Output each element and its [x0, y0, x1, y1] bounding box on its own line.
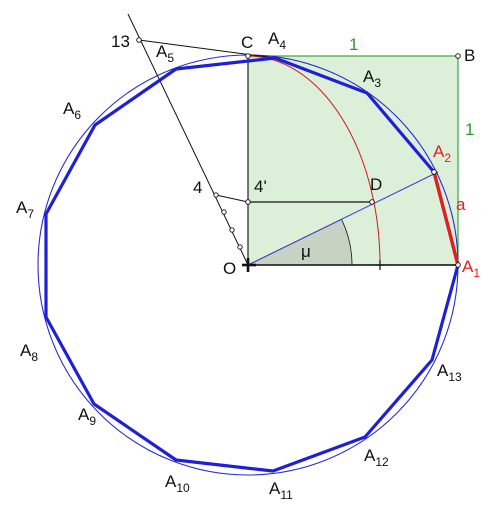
point-a2-marker	[431, 169, 437, 175]
point-labels: 13 C B D 4 4' O μ 1 1 a	[111, 32, 475, 278]
construction-lines	[127, 13, 458, 266]
vertex-letter: A	[20, 341, 32, 360]
label-mu: μ	[301, 242, 311, 261]
vertex-letter: A	[269, 479, 281, 498]
label-o: O	[223, 259, 236, 278]
vertex-index: 9	[89, 414, 96, 428]
vertex-letter: A	[364, 446, 376, 465]
vertex-label-a1: A1	[462, 257, 480, 280]
vertex-label-a7: A7	[16, 198, 34, 221]
label-4: 4	[193, 178, 202, 197]
label-c: C	[241, 33, 253, 52]
label-b: B	[464, 46, 475, 65]
vertex-letter: A	[78, 405, 90, 424]
vertex-letter: A	[363, 67, 375, 86]
vertex-label-a8: A8	[20, 341, 38, 364]
vertex-index: 10	[176, 481, 190, 495]
vertex-index: 8	[31, 350, 38, 364]
vertex-index: 1	[473, 266, 480, 280]
point-d-marker	[369, 199, 375, 205]
line-4-to-4prime	[215, 194, 249, 203]
vertex-letter: A	[268, 29, 280, 48]
vertex-index: 4	[279, 38, 286, 52]
vertex-index: 12	[375, 455, 389, 469]
label-square-right-1: 1	[465, 120, 474, 139]
vertex-label-a6: A6	[63, 99, 81, 122]
vertex-label-a3: A3	[363, 67, 381, 90]
vertex-label-a2: A2	[433, 142, 451, 165]
vertex-label-a5: A5	[156, 42, 174, 65]
vertex-letter: A	[462, 257, 474, 276]
point-c-marker	[245, 53, 251, 59]
label-4prime: 4'	[254, 177, 267, 196]
point-a1-marker	[455, 262, 461, 268]
label-d: D	[370, 175, 382, 194]
label-square-top-1: 1	[349, 35, 358, 54]
vertex-letter: A	[156, 42, 168, 61]
vertex-label-a12: A12	[364, 446, 389, 469]
point-markers	[136, 37, 461, 268]
scale-tick-2	[229, 227, 235, 233]
scale-tick-3	[221, 209, 227, 215]
cross-markers	[242, 258, 385, 272]
scale-tick-4	[213, 192, 219, 198]
vertex-letter: A	[63, 99, 75, 118]
slanted-scale-line	[127, 13, 249, 266]
point-b-marker	[455, 53, 461, 59]
vertex-index: 7	[27, 207, 34, 221]
vertex-labels: A1 A2 A3 A4 A5 A6 A7 A8 A9 A10 A11 A12 A…	[16, 29, 480, 502]
point-13-marker	[136, 37, 142, 43]
vertex-index: 6	[74, 108, 81, 122]
vertex-index: 2	[444, 151, 451, 165]
side-a-segment	[432, 170, 460, 267]
arc-from-c	[247, 55, 381, 266]
label-side-a: a	[456, 195, 466, 214]
tridecagon	[44, 56, 460, 473]
vertex-letter: A	[437, 361, 449, 380]
vertex-index: 3	[374, 76, 381, 90]
vertex-letter: A	[433, 142, 445, 161]
vertex-label-a9: A9	[78, 405, 96, 428]
scale-tick-1	[237, 244, 243, 250]
line-13-to-a4	[138, 39, 276, 59]
vertex-index: 5	[167, 51, 174, 65]
vertex-letter: A	[165, 472, 177, 491]
vertex-letter: A	[16, 198, 28, 217]
vertex-index: 11	[280, 488, 293, 502]
point-4prime-marker	[245, 199, 251, 205]
vertex-label-a11: A11	[269, 479, 293, 502]
diagonal-o-to-a2	[247, 171, 439, 266]
label-13: 13	[111, 32, 130, 51]
vertex-label-a10: A10	[165, 472, 190, 495]
vertex-label-a4: A4	[268, 29, 286, 52]
vertex-index: 13	[448, 370, 462, 384]
vertex-label-a13: A13	[437, 361, 462, 384]
